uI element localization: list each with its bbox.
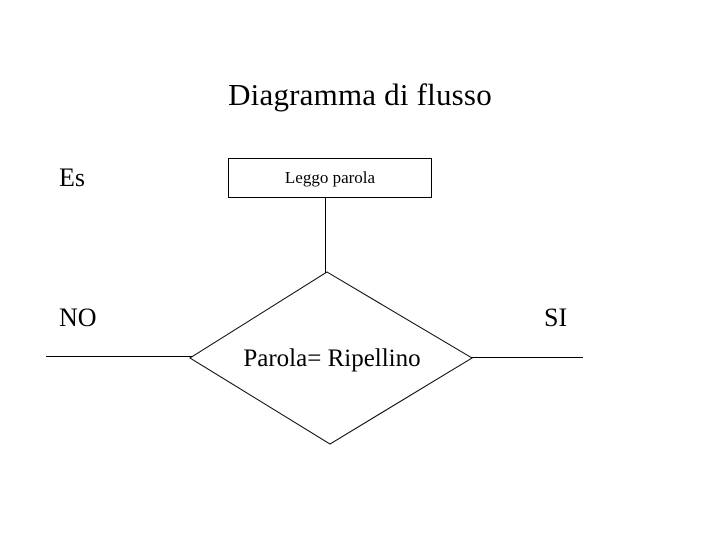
connector-decision-no-branch bbox=[46, 356, 192, 357]
page-title: Diagramma di flusso bbox=[228, 77, 492, 112]
connector-process-to-decision bbox=[325, 198, 326, 273]
label-branch-yes: SI bbox=[544, 303, 568, 332]
label-branch-no: NO bbox=[59, 303, 97, 332]
process-node-leggo-parola: Leggo parola bbox=[228, 158, 432, 198]
diamond-outline bbox=[189, 271, 473, 445]
decision-node-label: Parola= Ripellino bbox=[243, 345, 421, 372]
label-example: Es bbox=[59, 163, 85, 192]
connector-decision-yes-branch bbox=[471, 357, 583, 358]
decision-node-diamond bbox=[189, 271, 473, 445]
process-node-label: Leggo parola bbox=[284, 168, 376, 187]
